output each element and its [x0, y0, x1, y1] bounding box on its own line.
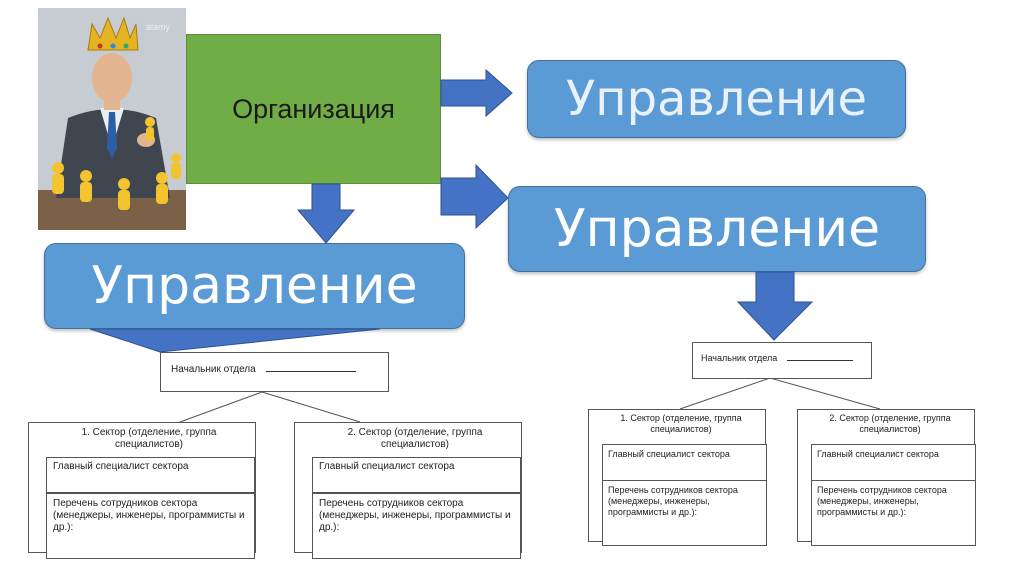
sector-title: 2. Сектор (отделение, группа специалисто…	[829, 413, 951, 434]
watermark-text: alamy	[146, 22, 171, 32]
sector-chief-label: Главный специалист сектора	[53, 461, 189, 472]
sector-chief-label: Главный специалист сектора	[608, 449, 730, 459]
department-head-box-left: Начальник отдела	[160, 352, 389, 392]
arrow-right-lower	[440, 163, 509, 230]
sector-chief-box: Главный специалист сектора	[312, 457, 521, 493]
sector-staff-box: Перечень сотрудников сектора (менеджеры,…	[602, 480, 767, 546]
connector-line	[179, 391, 263, 423]
connector-line	[261, 391, 361, 423]
sector-staff-box: Перечень сотрудников сектора (менеджеры,…	[312, 493, 521, 559]
management-box-left: Управление	[44, 243, 465, 329]
sector-staff-box: Перечень сотрудников сектора (менеджеры,…	[46, 493, 255, 559]
department-head-label: Начальник отдела	[171, 364, 256, 375]
businessman-crown-photo: alamy	[38, 8, 186, 230]
management-label: Управление	[91, 256, 418, 316]
blank-line	[786, 360, 853, 361]
sector-chief-box: Главный специалист сектора	[602, 444, 767, 484]
arrow-right-top	[440, 68, 513, 118]
sector-chief-box: Главный специалист сектора	[811, 444, 976, 484]
sector-staff-label: Перечень сотрудников сектора (менеджеры,…	[319, 498, 511, 533]
management-label: Управление	[553, 199, 881, 259]
arrow-down-right	[736, 271, 814, 341]
management-label: Управление	[565, 71, 868, 127]
businessman-illustration: alamy	[38, 8, 186, 230]
connector-line	[679, 377, 771, 410]
department-head-label: Начальник отдела	[701, 353, 778, 363]
sector-staff-label: Перечень сотрудников сектора (менеджеры,…	[608, 485, 738, 517]
blank-line	[266, 371, 357, 372]
management-box-middle-right: Управление	[508, 186, 926, 272]
management-box-top-right: Управление	[527, 60, 906, 138]
sector-box-right-2: 2. Сектор (отделение, группа специалисто…	[797, 409, 976, 546]
sector-box-left-2: 2. Сектор (отделение, группа специалисто…	[294, 422, 522, 559]
sector-title: 1. Сектор (отделение, группа специалисто…	[81, 427, 217, 450]
sector-chief-box: Главный специалист сектора	[46, 457, 255, 493]
connector-line	[769, 377, 881, 410]
arrow-down-org	[296, 183, 356, 244]
sector-chief-label: Главный специалист сектора	[319, 461, 455, 472]
sector-box-right-1: 1. Сектор (отделение, группа специалисто…	[588, 409, 767, 546]
sector-title: 1. Сектор (отделение, группа специалисто…	[620, 413, 742, 434]
sector-staff-box: Перечень сотрудников сектора (менеджеры,…	[811, 480, 976, 546]
sector-chief-label: Главный специалист сектора	[817, 449, 939, 459]
sector-title: 2. Сектор (отделение, группа специалисто…	[347, 427, 483, 450]
department-head-box-right: Начальник отдела	[692, 342, 872, 379]
sector-staff-label: Перечень сотрудников сектора (менеджеры,…	[53, 498, 245, 533]
arrow-wedge-left	[89, 328, 381, 353]
sector-staff-label: Перечень сотрудников сектора (менеджеры,…	[817, 485, 947, 517]
organization-box: Организация	[186, 34, 441, 184]
sector-box-left-1: 1. Сектор (отделение, группа специалисто…	[28, 422, 256, 559]
organization-label: Организация	[232, 93, 395, 124]
